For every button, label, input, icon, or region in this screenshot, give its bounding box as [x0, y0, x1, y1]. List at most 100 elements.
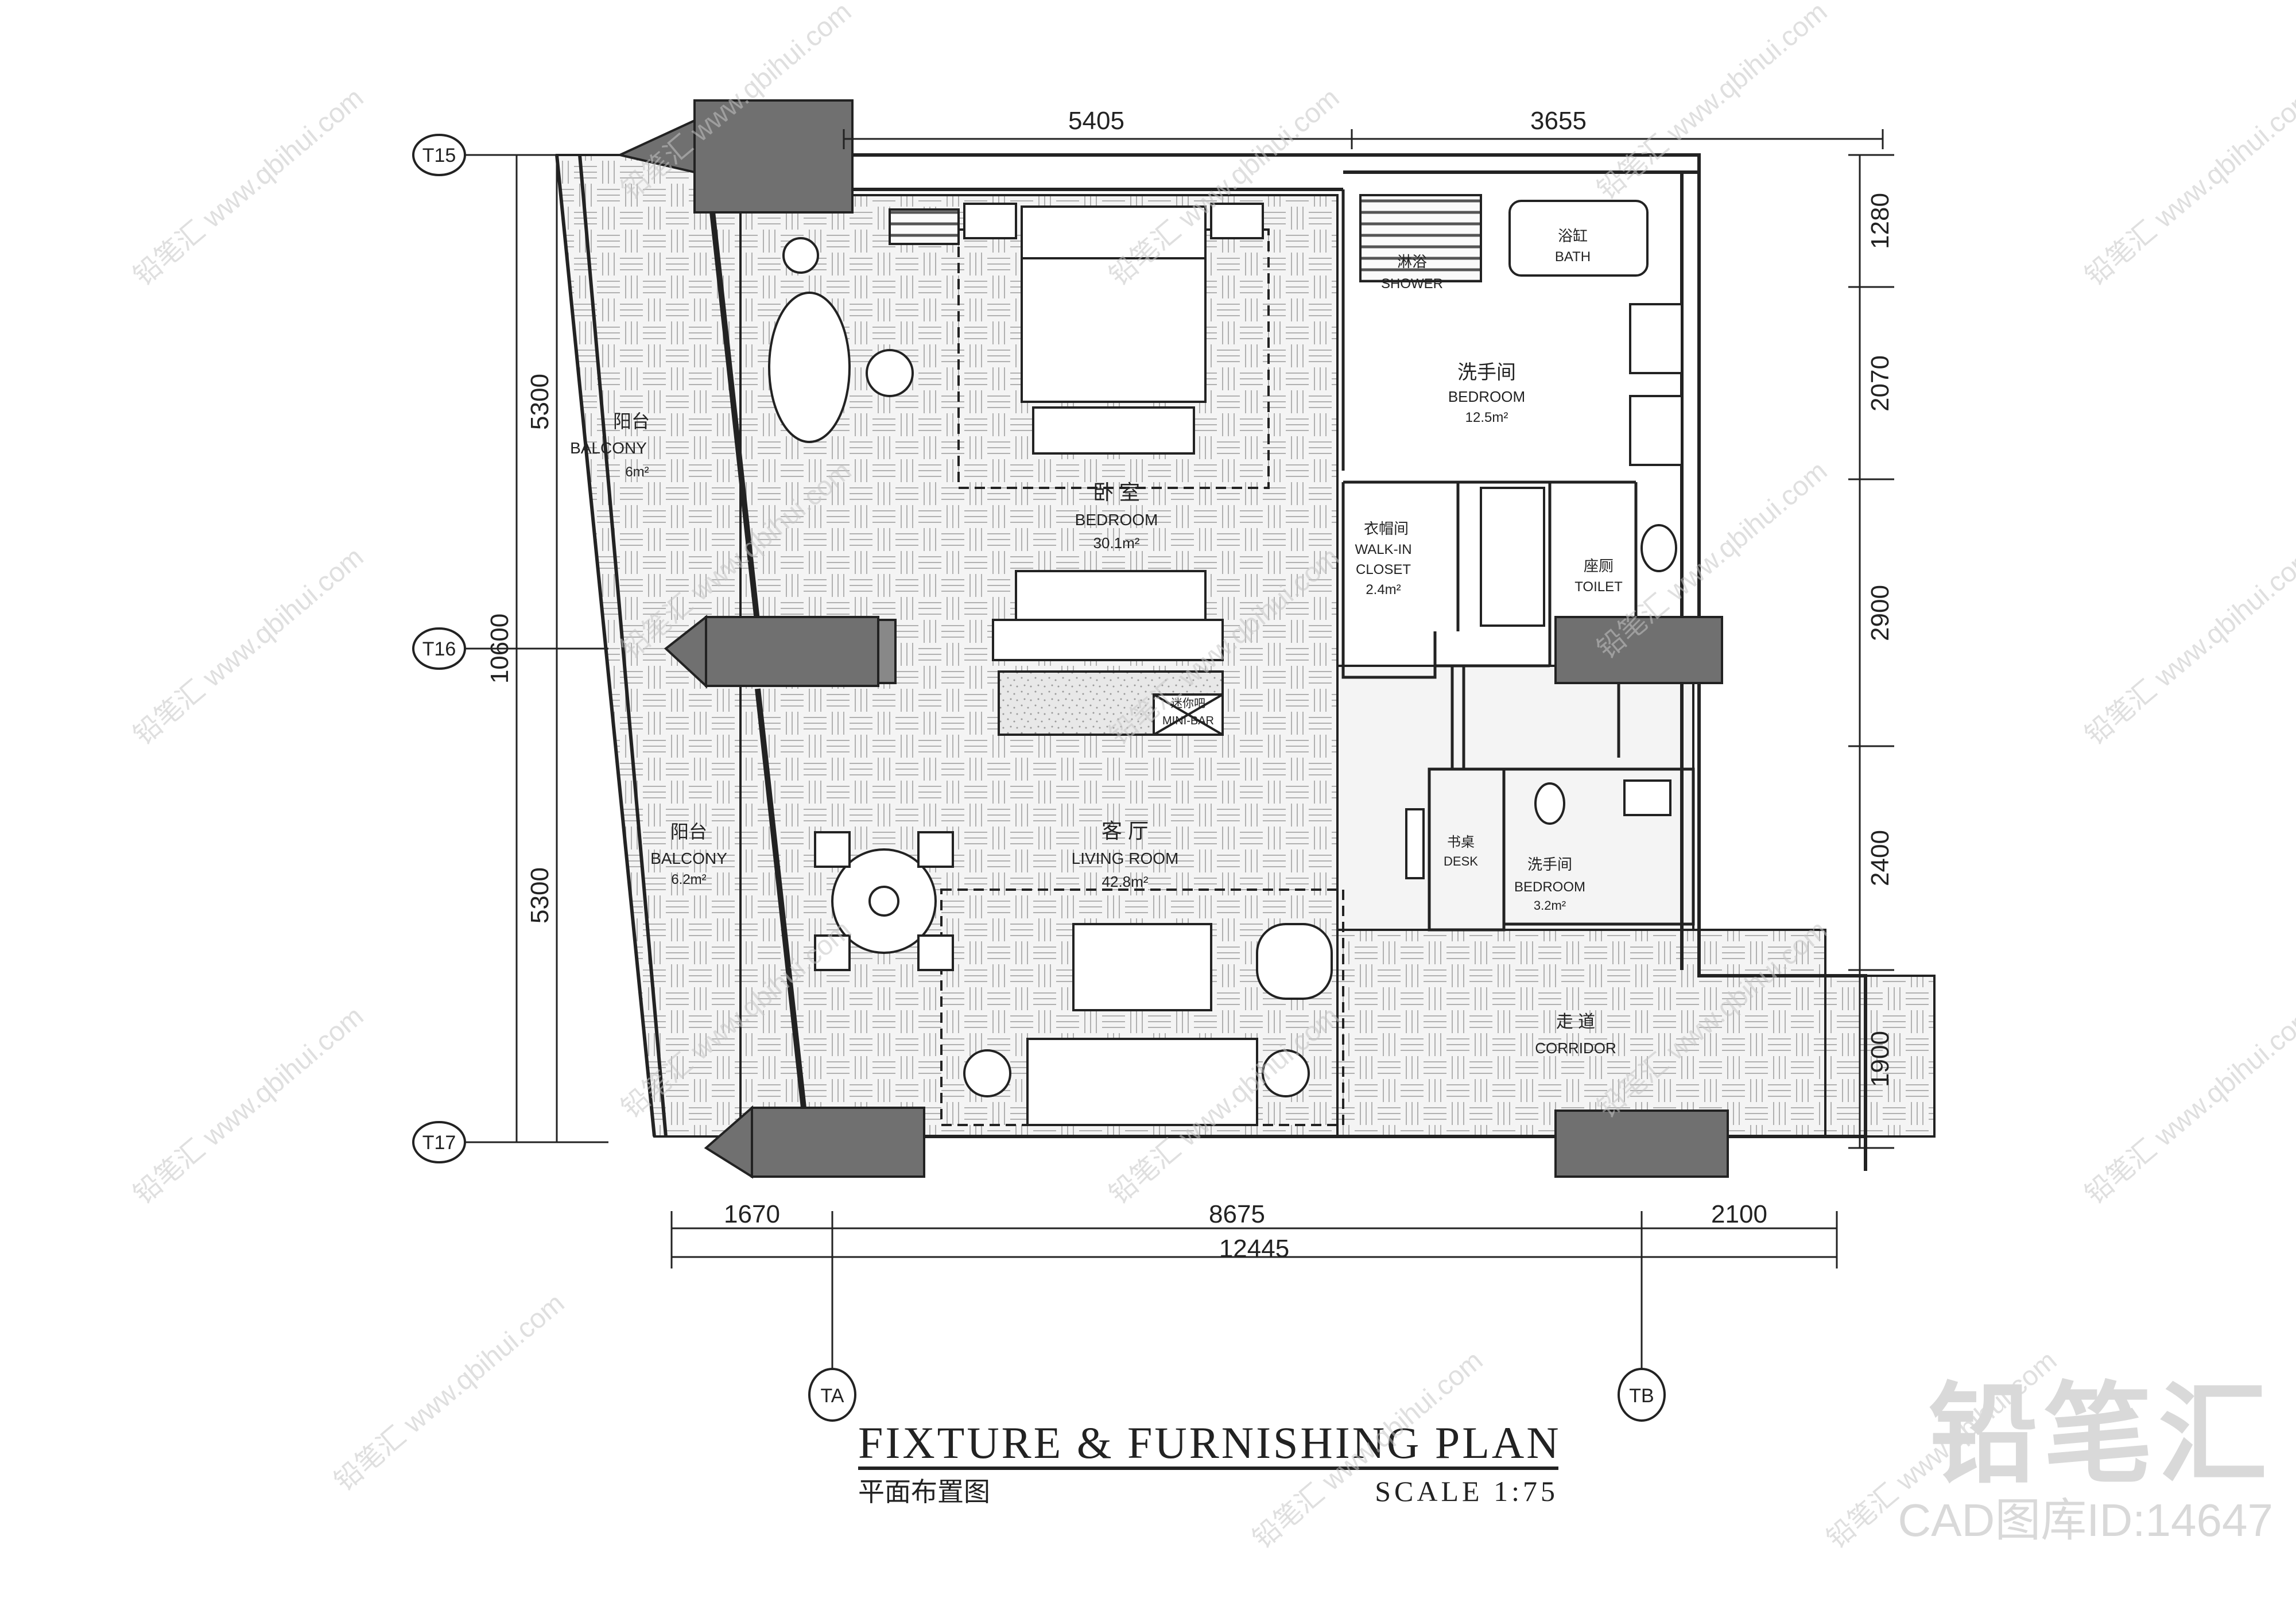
columns — [616, 99, 1729, 1179]
bathroom1-cn: 洗手间 — [1457, 362, 1516, 383]
bathroom-fixtures — [1359, 194, 1683, 879]
sofa — [1026, 1038, 1258, 1126]
desk-cn: 书桌 — [1447, 835, 1475, 850]
bedroom-cn: 卧 室 — [1093, 480, 1140, 504]
corridor-cn: 走 道 — [1556, 1012, 1595, 1031]
chair-2 — [917, 831, 954, 868]
closet-cabinet — [1480, 487, 1545, 627]
dim-right-4: 2400 — [1866, 830, 1894, 886]
grid-label-t16: T16 — [422, 638, 456, 660]
chair-3 — [814, 934, 851, 971]
column-t16-wedge — [664, 614, 707, 689]
lamp-left — [963, 1049, 1011, 1097]
column-tb-bottom — [1554, 1109, 1729, 1178]
grid-bubble-t15 — [412, 134, 466, 176]
shower-cn: 淋浴 — [1397, 253, 1427, 270]
dim-right-3: 2900 — [1866, 585, 1894, 641]
balcony1-area: 6m² — [625, 464, 649, 480]
watermark-site-text: 铅笔汇 www.qbihui.com — [128, 1001, 369, 1211]
grid-bubbles — [412, 134, 1666, 1422]
grid-bubble-tb — [1618, 1368, 1666, 1422]
dim-bottom-3: 2100 — [1711, 1200, 1767, 1228]
grid-bubble-t16 — [412, 627, 466, 670]
toilet-cn: 座厕 — [1584, 557, 1614, 575]
nightstand-left — [963, 203, 1017, 239]
balcony2-area: 6.2m² — [671, 872, 706, 887]
bed-pillows — [1021, 205, 1207, 259]
sink-2 — [1629, 395, 1683, 466]
watermark-site-text: 铅笔汇 www.qbihui.com — [1592, 0, 1833, 205]
column-t15-wedge — [616, 118, 696, 174]
dim-right-5: 1900 — [1866, 1031, 1894, 1087]
armchair — [1256, 923, 1333, 1000]
tv-partition — [992, 619, 1224, 661]
shower-en: SHOWER — [1381, 276, 1443, 292]
dimension-texts: 5405 3655 1670 8675 2100 12445 5300 1060… — [486, 107, 1894, 1263]
living-cn: 客 厅 — [1102, 819, 1149, 843]
title-block: FIXTURE & FURNISHING PLAN 平面布置图 SCALE 1:… — [858, 1418, 1561, 1507]
dresser — [889, 208, 960, 245]
living-en: LIVING ROOM — [1072, 849, 1179, 867]
grid-label-ta: TA — [821, 1385, 844, 1407]
lamp-right — [1262, 1049, 1310, 1097]
shower-tray — [1359, 194, 1482, 282]
grid-bubble-ta — [808, 1368, 856, 1422]
balcony2-cn: 阳台 — [670, 821, 707, 842]
bathroom2-area: 3.2m² — [1534, 898, 1566, 913]
closet-en2: CLOSET — [1356, 562, 1411, 577]
plan-subtitle: 平面布置图 — [858, 1477, 990, 1507]
closet-en1: WALK-IN — [1355, 542, 1411, 557]
grid-label-t17: T17 — [422, 1132, 456, 1154]
bathroom2-cn: 洗手间 — [1527, 856, 1572, 873]
living-area: 42.8m² — [1102, 873, 1149, 890]
toilet-2 — [1534, 782, 1565, 825]
tv-cabinet — [1015, 570, 1207, 621]
grid-labels: T15 T16 T17 TA TB — [422, 145, 1654, 1407]
minibar-cn: 迷你吧 — [1171, 697, 1205, 710]
bath-cn: 浴缸 — [1558, 227, 1588, 245]
watermark-logo: 铅笔汇 — [1928, 1371, 2273, 1498]
corridor-en: CORRIDOR — [1535, 1039, 1616, 1057]
bedroom-furniture — [768, 203, 1270, 661]
dim-right-1: 1280 — [1866, 193, 1894, 249]
watermark-site-text: 铅笔汇 www.qbihui.com — [2080, 83, 2296, 292]
toilet-1 — [1640, 524, 1677, 572]
lamp — [782, 237, 819, 274]
watermark-site-text: 铅笔汇 www.qbihui.com — [128, 542, 369, 751]
desk — [1405, 808, 1425, 879]
bathroom1-en: BEDROOM — [1448, 388, 1525, 405]
chair-1 — [814, 831, 851, 868]
dim-total-width: 12445 — [1219, 1235, 1289, 1263]
side-table — [866, 349, 914, 397]
grid-bubble-t17 — [412, 1121, 466, 1163]
room-labels: 阳台 BALCONY 6m² 阳台 BALCONY 6.2m² 卧 室 BEDR… — [570, 227, 1623, 1057]
bathtub — [1508, 200, 1649, 277]
watermark-id: CAD图库ID:14647 — [1898, 1495, 2273, 1546]
balcony1-cn: 阳台 — [613, 411, 650, 432]
balcony1-en: BALCONY — [570, 439, 647, 457]
sink-3 — [1623, 779, 1671, 816]
balcony2-en: BALCONY — [650, 849, 727, 867]
dim-top-1: 5405 — [1068, 107, 1124, 135]
dim-right-2: 2070 — [1866, 355, 1894, 412]
dimension-lines — [465, 129, 1894, 1372]
column-tb-mid — [1554, 616, 1723, 684]
dim-left-1: 5300 — [526, 374, 554, 430]
bathroom1-area: 12.5m² — [1465, 410, 1508, 425]
bathroom2-en: BEDROOM — [1514, 879, 1585, 895]
plan-title: FIXTURE & FURNISHING PLAN — [858, 1418, 1561, 1468]
coffee-table — [1072, 923, 1212, 1011]
living-furniture — [814, 670, 1344, 1126]
column-t17 — [751, 1107, 925, 1178]
column-t15 — [693, 99, 854, 214]
chaise-lounge — [768, 292, 851, 443]
dim-left-total: 10600 — [486, 614, 514, 684]
watermark-site-text: 铅笔汇 www.qbihui.com — [2080, 542, 2296, 751]
toilet-en: TOILET — [1574, 579, 1623, 595]
nightstand-right — [1210, 203, 1264, 239]
closet-cn: 衣帽间 — [1364, 520, 1409, 537]
bed-bench — [1032, 406, 1195, 455]
watermark-site-text: 铅笔汇 www.qbihui.com — [329, 1288, 570, 1498]
